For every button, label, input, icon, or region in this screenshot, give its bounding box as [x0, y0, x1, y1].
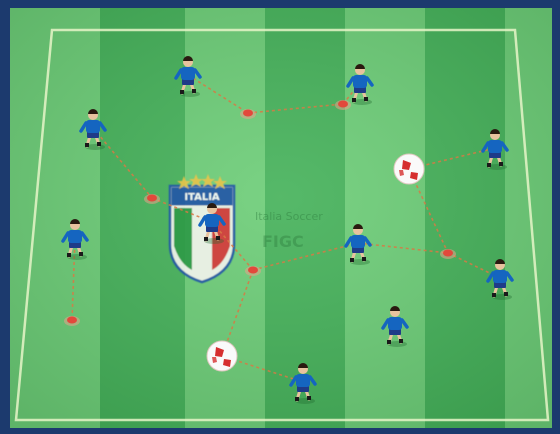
cone-marker: [440, 249, 456, 259]
cone-marker: [245, 266, 261, 276]
italy-crest: ITALIA: [170, 174, 234, 282]
cone-marker: [240, 109, 256, 119]
cone-marker: [64, 316, 80, 326]
football-icon: [394, 154, 424, 184]
cone-marker: [335, 100, 351, 110]
crest-lettering: ITALIA: [184, 192, 220, 203]
faint-text-line2: FIGC: [262, 232, 304, 251]
cone-marker: [144, 194, 160, 204]
football-icon: [207, 341, 237, 371]
faint-text-line1: Italia Soccer: [255, 210, 323, 223]
